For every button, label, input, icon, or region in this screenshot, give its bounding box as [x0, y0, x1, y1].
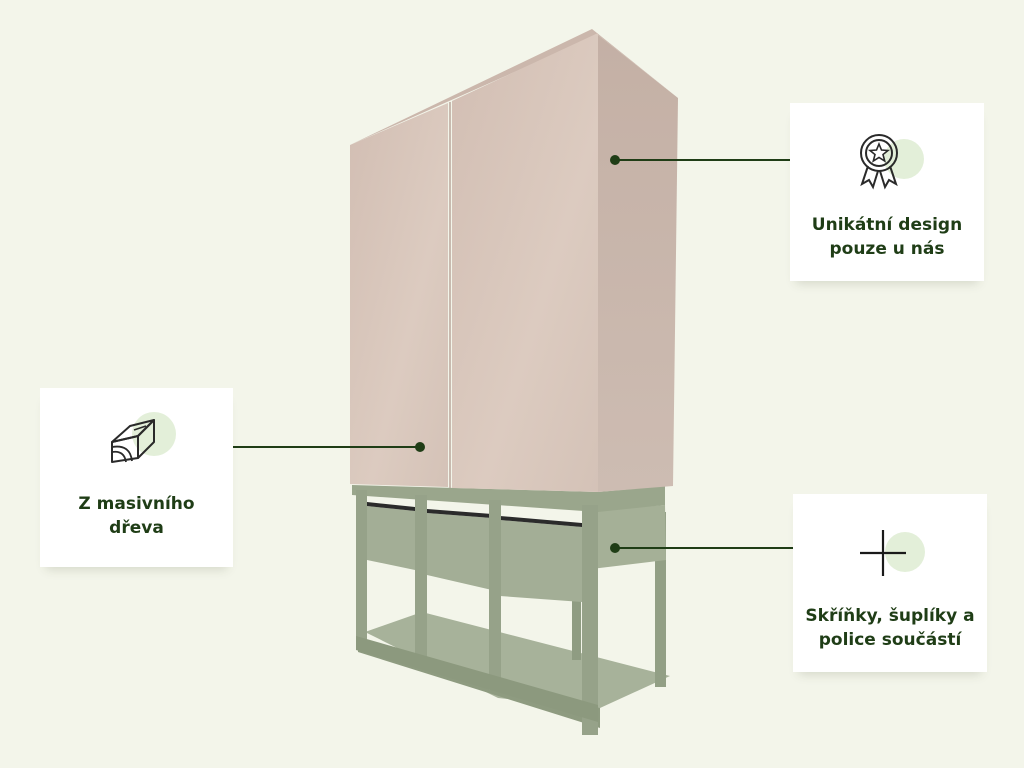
connector-design [610, 155, 810, 165]
feature-card-wood: Z masivního dřeva [40, 388, 233, 567]
wood-log-icon [111, 412, 176, 463]
feature-line: Skříňky, šuplíky a [805, 606, 975, 626]
award-ribbon-icon [860, 134, 924, 190]
cabinet-base [352, 485, 670, 735]
cabinet-body [350, 29, 678, 492]
connector-storage [610, 543, 810, 553]
feature-card-design: Unikátní design pouze u nás [790, 103, 984, 281]
connector-wood [212, 442, 425, 452]
feature-line: pouze u nás [829, 239, 945, 259]
feature-line: Z masivního [78, 494, 195, 514]
feature-card-storage: Skříňky, šuplíky a police součástí [793, 494, 987, 672]
feature-line: Unikátní design [811, 215, 963, 235]
feature-line: dřeva [109, 518, 164, 538]
feature-line: police součástí [818, 630, 962, 650]
plus-icon [860, 530, 925, 576]
